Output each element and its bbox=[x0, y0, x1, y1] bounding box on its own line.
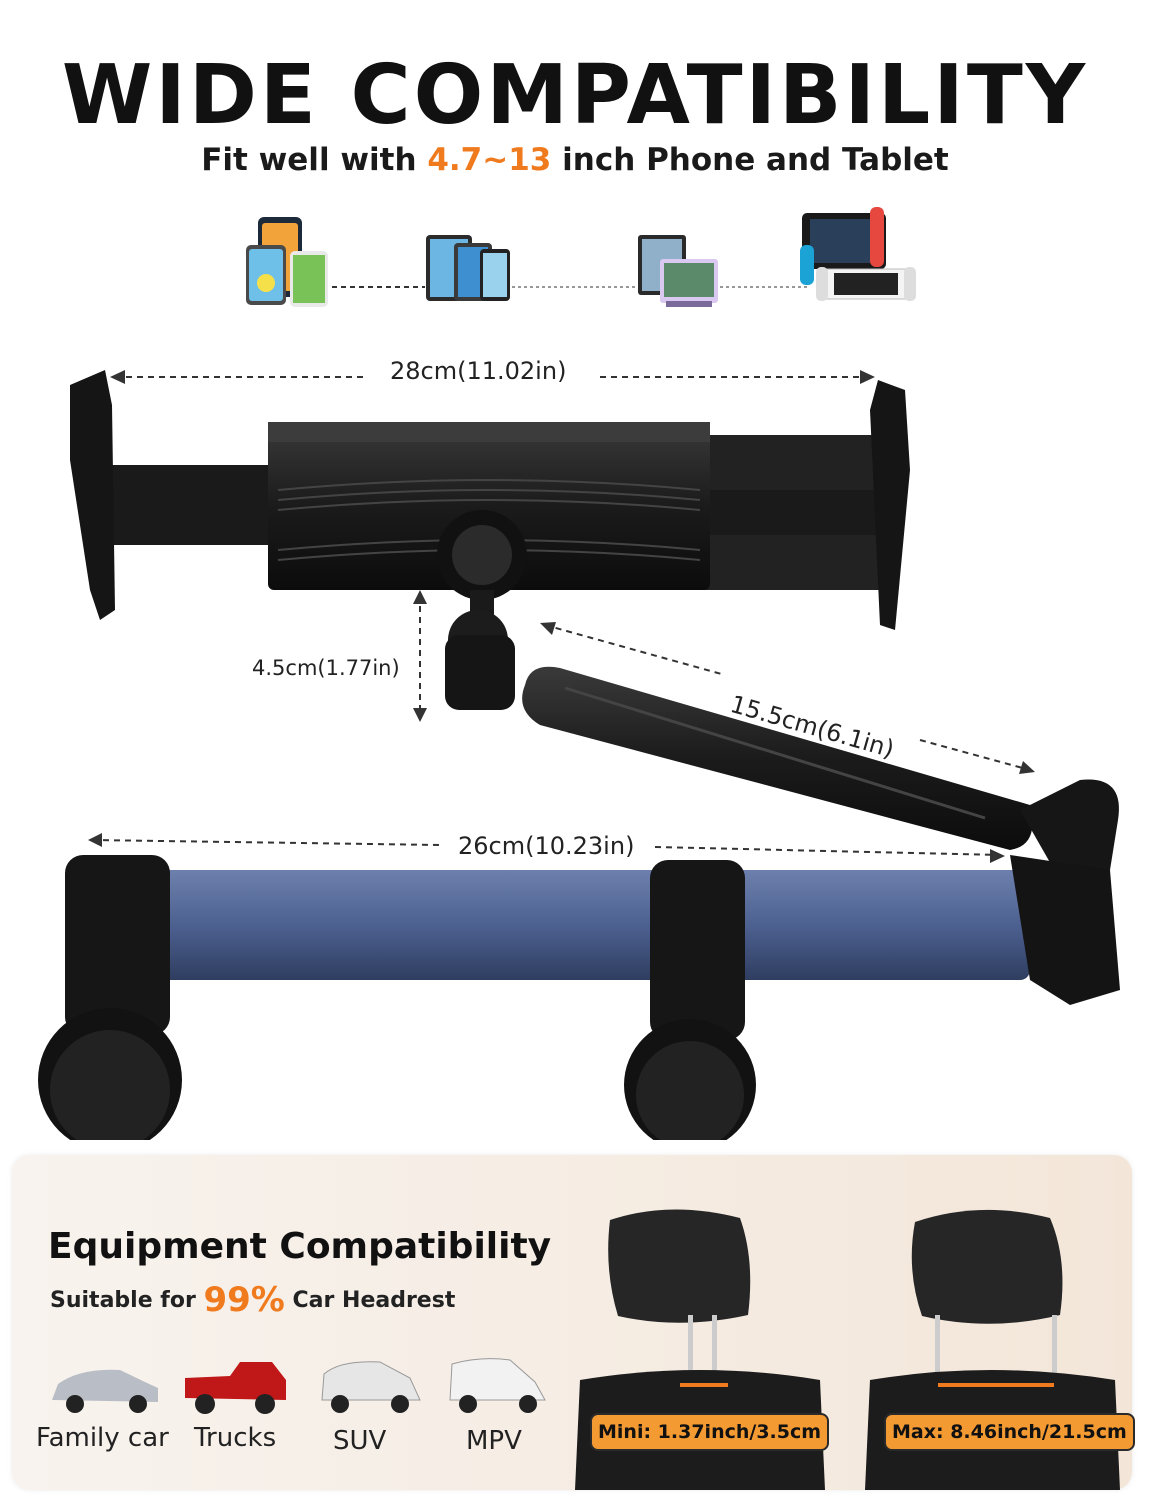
equipment-subtitle-post: Car Headrest bbox=[284, 1288, 456, 1313]
dimension-lines bbox=[91, 376, 1031, 856]
percent-highlight: 99% bbox=[203, 1280, 285, 1320]
page-subtitle: Fit well with 4.7~13 inch Phone and Tabl… bbox=[0, 142, 1150, 178]
car-label-suv: SUV bbox=[333, 1426, 387, 1456]
page-title: WIDE COMPATIBILITY bbox=[61, 48, 1089, 143]
game-console-icon bbox=[800, 207, 916, 301]
dimension-arrowheads bbox=[88, 370, 1035, 863]
mpv-icon bbox=[449, 1358, 546, 1413]
equipment-subtitle: Suitable for 99% Car Headrest bbox=[50, 1280, 455, 1320]
device-icons-row bbox=[246, 207, 916, 307]
family-car-icon bbox=[52, 1369, 158, 1413]
max-size-badge: Max: 8.46inch/21.5cm bbox=[884, 1413, 1135, 1451]
subtitle-text-pre: Fit well with bbox=[201, 142, 428, 178]
car-label-family: Family car bbox=[36, 1423, 169, 1453]
tablets-icon bbox=[426, 235, 510, 301]
headrest-mount-illustration bbox=[38, 370, 1120, 1140]
truck-icon bbox=[185, 1362, 286, 1414]
bar-length-label: 26cm(10.23in) bbox=[458, 832, 635, 860]
headrest-rod bbox=[38, 855, 1120, 1140]
subtitle-text-post: inch Phone and Tablet bbox=[551, 142, 949, 178]
size-range-highlight: 4.7~13 bbox=[427, 142, 552, 178]
telescopic-arm bbox=[445, 610, 1119, 880]
car-label-mpv: MPV bbox=[466, 1426, 522, 1456]
clamp-width-label: 28cm(11.02in) bbox=[390, 357, 567, 385]
mini-size-badge: Mini: 1.37inch/3.5cm bbox=[590, 1413, 830, 1451]
equipment-subtitle-pre: Suitable for bbox=[50, 1288, 204, 1313]
suv-icon bbox=[321, 1361, 421, 1413]
tablet-stand-icon bbox=[638, 235, 718, 307]
car-label-trucks: Trucks bbox=[194, 1423, 277, 1453]
phones-icon bbox=[246, 217, 328, 307]
equipment-title: Equipment Compatibility bbox=[48, 1226, 552, 1267]
tablet-clamp bbox=[70, 370, 910, 650]
vehicle-icons bbox=[52, 1358, 546, 1414]
arm-drop-label: 4.5cm(1.77in) bbox=[252, 656, 400, 680]
